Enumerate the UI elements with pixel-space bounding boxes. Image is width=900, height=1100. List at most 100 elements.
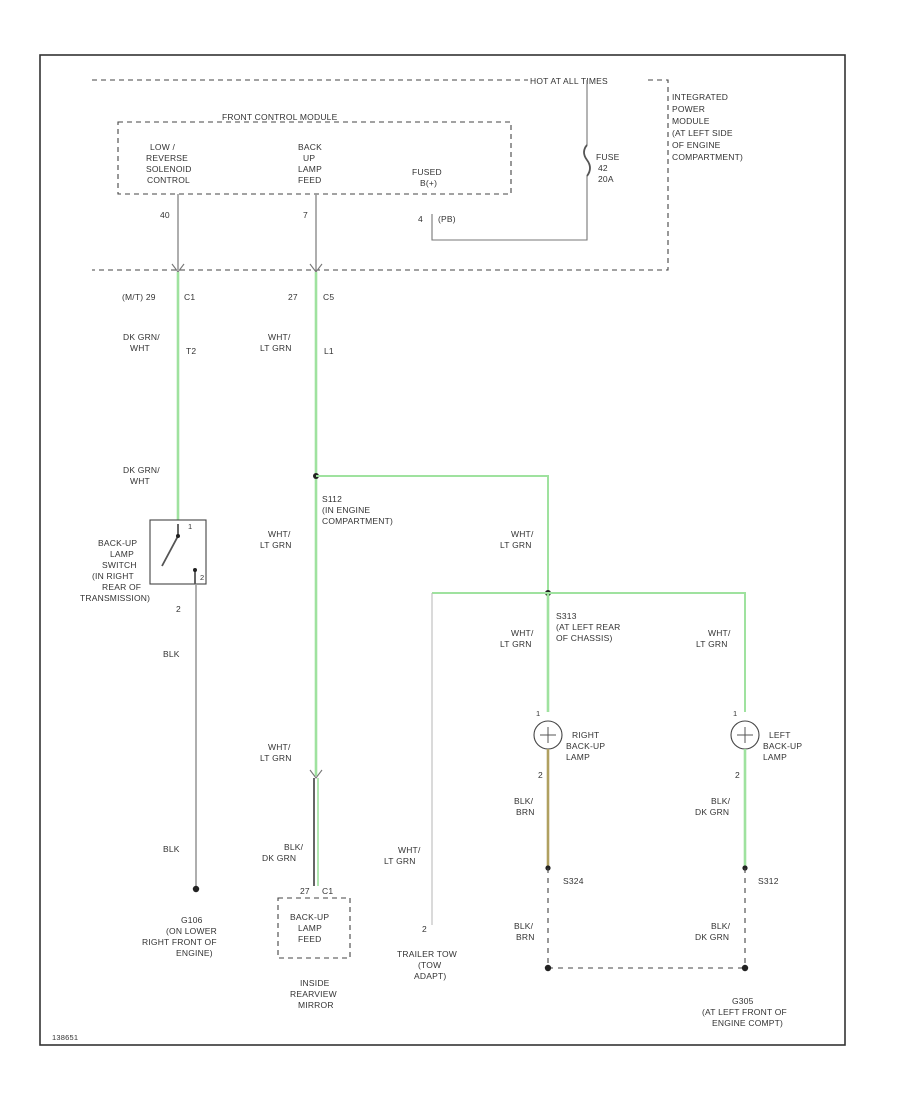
blk-dkgrn-label-2: DK GRN [262,853,296,863]
blk-dkgrn-b-label-2: DK GRN [695,932,729,942]
fuse-label-2: 42 [598,163,608,173]
fused-pin-pb: (PB) [438,214,456,224]
wht-ltgrn-label-2: LT GRN [260,343,292,353]
left-lamp-filament [737,727,753,743]
fcm-label: FRONT CONTROL MODULE [222,112,338,122]
switch-label-2: LAMP [110,549,134,559]
switch-pin-2: 2 [176,604,181,614]
switch-terminal-bottom [193,568,197,572]
right-lamp-label-3: LAMP [566,752,590,762]
blk-label-2: BLK [163,844,180,854]
s313-label-3: OF CHASSIS) [556,633,613,643]
bul-feed-label-1: BACK [298,142,322,152]
hot-at-all-times-label: HOT AT ALL TIMES [530,76,608,86]
trailer-tow-label-1: TRAILER TOW [397,949,457,959]
blk-brn-label-2: BRN [516,807,535,817]
ipm-label-2: POWER [672,104,705,114]
mirror-connector-icon [309,769,323,779]
g305-ground-right-icon [741,964,749,972]
wht-ltgrn-d-label-2: LT GRN [500,540,532,550]
fuse-42-icon [583,144,591,177]
bul-feed-label-4: FEED [298,175,321,185]
wht-ltgrn-h-label-2: LT GRN [384,856,416,866]
ipm-label-4: (AT LEFT SIDE [672,128,733,138]
switch-label-5: REAR OF [102,582,141,592]
left-lamp-pin-2: 2 [735,770,740,780]
switch-label-3: SWITCH [102,560,137,570]
switch-label-6: TRANSMISSION) [80,593,150,603]
right-lamp-label-2: BACK-UP [566,741,605,751]
dkgrn-wht-label-1: DK GRN/ [123,332,160,342]
wht-ltgrn-f-label-1: WHT/ [708,628,731,638]
fused-pin-4: 4 [418,214,423,224]
blk-dkgrn-r-label-2: DK GRN [695,807,729,817]
wht-ltgrn-d-label-1: WHT/ [511,529,534,539]
wht-ltgrn-f-label-2: LT GRN [696,639,728,649]
wht-ltgrn-e-label-1: WHT/ [511,628,534,638]
left-lamp-label-3: LAMP [763,752,787,762]
blk-brn-b-label-2: BRN [516,932,535,942]
s112-label-3: COMPARTMENT) [322,516,393,526]
wht-ltgrn-g-label-2: LT GRN [260,753,292,763]
diagram-id: 138651 [52,1033,78,1042]
connector-c5-label: C5 [323,292,334,302]
blk-brn-b-label-1: BLK/ [514,921,534,931]
g106-label-2: (ON LOWER [166,926,217,936]
g106-ground-icon [192,885,200,893]
ipm-label-5: OF ENGINE [672,140,721,150]
trailer-tow-pin: 2 [422,924,427,934]
s112-branch-wire [316,475,549,592]
g305-ground-left-icon [544,964,552,972]
right-lamp-pin-2: 2 [538,770,543,780]
s313-right-branch [548,592,746,712]
g305-label-2: (AT LEFT FRONT OF [702,1007,787,1017]
blk-dkgrn-label-1: BLK/ [284,842,304,852]
switch-terminal-top [176,534,180,538]
diagram-frame [39,54,846,1046]
wht-ltgrn-h-label-1: WHT/ [398,845,421,855]
ipm-label-6: COMPARTMENT) [672,152,743,162]
fuse-label-3: 20A [598,174,614,184]
blk-dkgrn-r-label-1: BLK/ [711,796,731,806]
connector-t2-label: T2 [186,346,196,356]
wht-ltgrn-c-label-1: WHT/ [268,529,291,539]
g106-label-4: ENGINE) [176,948,213,958]
mirror-connector-c1: C1 [322,886,333,896]
wht-ltgrn-g-label-1: WHT/ [268,742,291,752]
rev-solenoid-label-4: CONTROL [147,175,190,185]
left-lamp-label-2: BACK-UP [763,741,802,751]
g106-label-1: G106 [181,915,203,925]
right-lamp-label-1: RIGHT [572,730,599,740]
g106-label-3: RIGHT FRONT OF [142,937,217,947]
mirror-under-label-2: REARVIEW [290,989,337,999]
wht-ltgrn-c-label-2: LT GRN [260,540,292,550]
wht-ltgrn-e-label-2: LT GRN [500,639,532,649]
blk-label-1: BLK [163,649,180,659]
trailer-tow-label-3: ADAPT) [414,971,446,981]
ipm-boundary [92,79,669,271]
s112-label-1: S112 [322,494,342,504]
dkgrn-wht-label-b2: WHT [130,476,150,486]
switch-pin-1: 1 [188,522,192,531]
fuse-label-1: FUSE [596,152,620,162]
mirror-label-3: FEED [298,934,321,944]
switch-label-4: (IN RIGHT [92,571,134,581]
right-lamp-pin-1: 1 [536,709,540,718]
mirror-pin-27: 27 [300,886,310,896]
connector-c1-label: C1 [184,292,195,302]
blk-dkgrn-b-label-1: BLK/ [711,921,731,931]
rev-solenoid-label-1: LOW / [150,142,176,152]
right-lamp-filament [540,727,556,743]
fused-b-label-2: B(+) [420,178,437,188]
mirror-label-1: BACK-UP [290,912,329,922]
bul-feed-label-2: UP [303,153,315,163]
wire-b-circuit: 27 [288,292,298,302]
switch-pin-2-top: 2 [200,573,204,582]
dkgrn-wht-label-2: WHT [130,343,150,353]
left-lamp-label-1: LEFT [769,730,791,740]
wire-a-circuit: (M/T) 29 [122,292,156,302]
s312-label: S312 [758,876,779,886]
s112-label-2: (IN ENGINE [322,505,370,515]
left-lamp-pin-1: 1 [733,709,737,718]
